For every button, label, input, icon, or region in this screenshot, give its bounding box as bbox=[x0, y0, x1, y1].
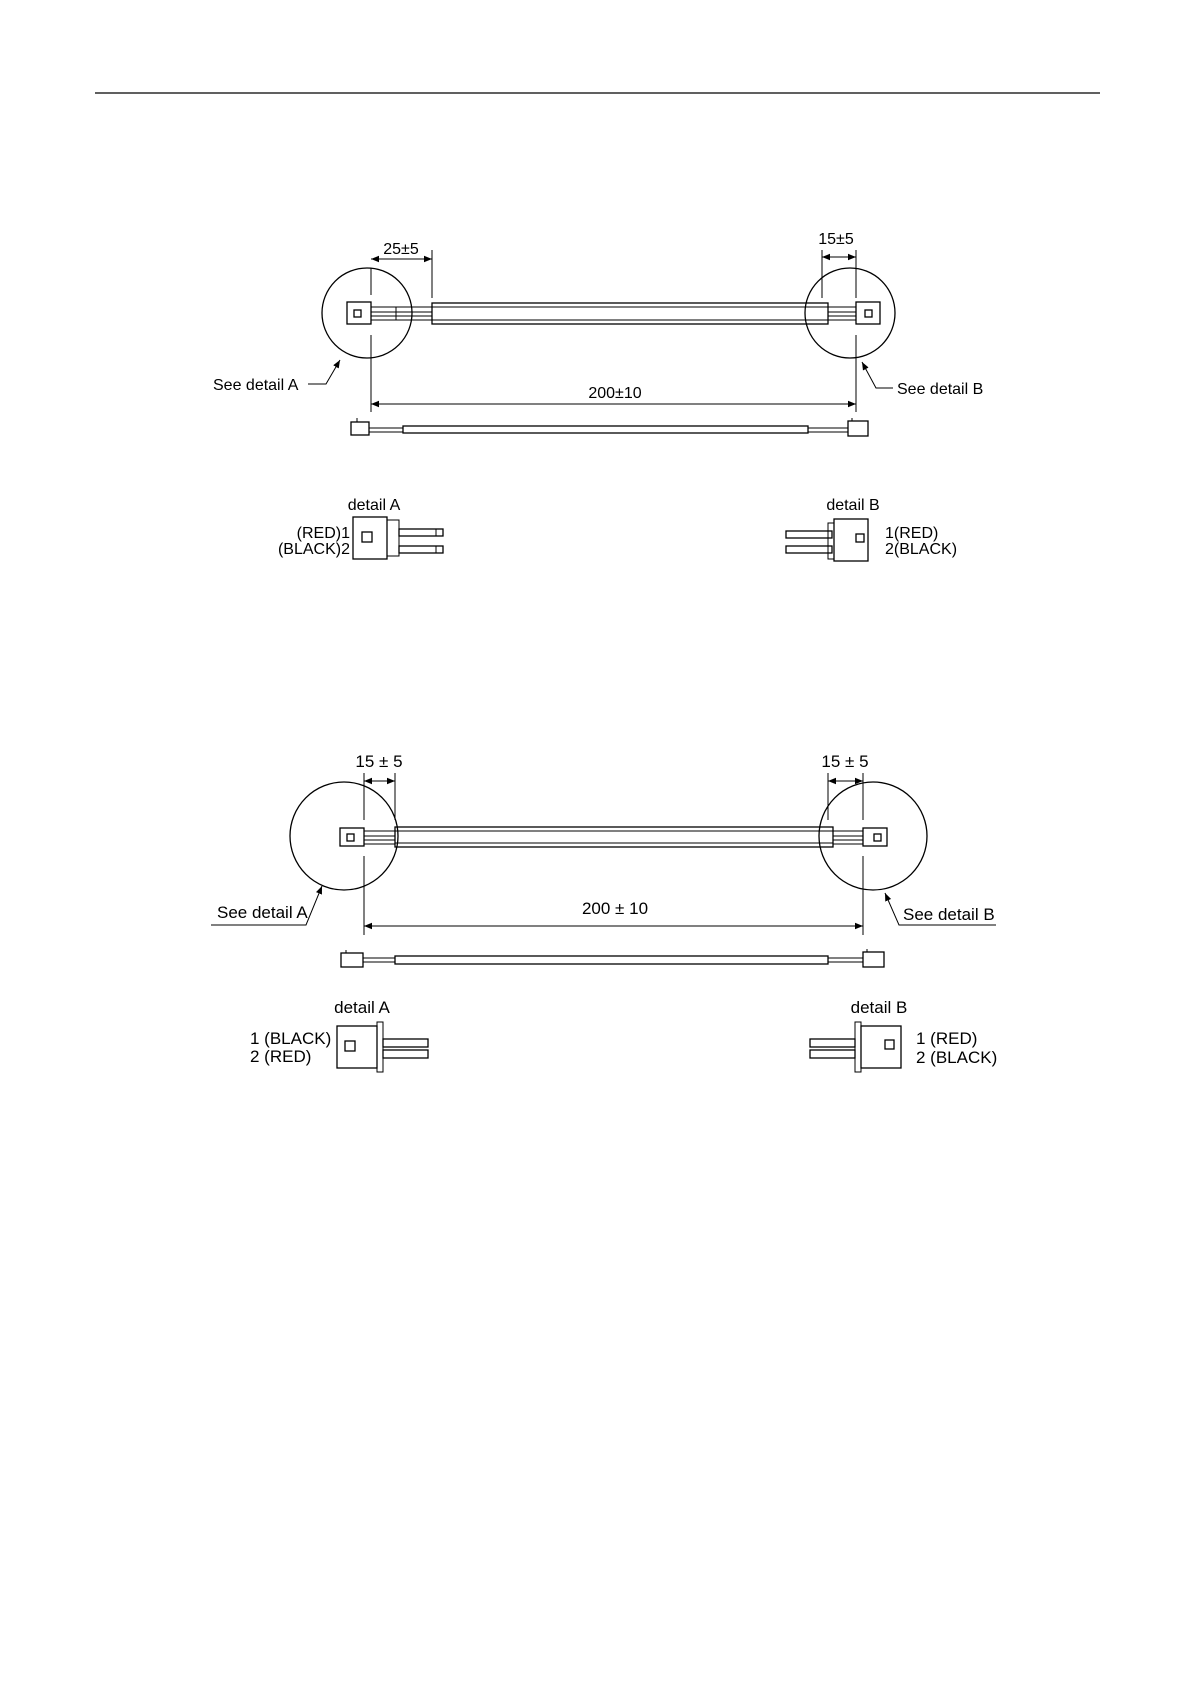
detail-a-pin2: (BLACK)2 bbox=[278, 541, 350, 558]
connector-b-pin bbox=[865, 310, 872, 317]
detail-b-view-1: detail B 1(RED) 2(BLACK) bbox=[786, 497, 957, 561]
dim-right-label: 15±5 bbox=[818, 231, 854, 248]
detail-a-title: detail A bbox=[334, 998, 390, 1017]
detail-b-title: detail B bbox=[826, 497, 879, 514]
detail-a-pin1: 1 (BLACK) bbox=[250, 1029, 331, 1048]
dim-right-label: 15 ± 5 bbox=[821, 752, 868, 771]
callout-detail-a: See detail A bbox=[217, 903, 308, 922]
detail-b-circle bbox=[805, 268, 895, 358]
detail-b-pin1: 1 (RED) bbox=[916, 1029, 977, 1048]
side-view-1 bbox=[351, 418, 868, 436]
cable-drawing-1: 25±5 15±5 200±10 See detail A See detail… bbox=[213, 231, 983, 561]
connector-a-pin bbox=[354, 310, 361, 317]
detail-a-pin2: 2 (RED) bbox=[250, 1047, 311, 1066]
detail-a-view-2: detail A 1 (BLACK) 2 (RED) bbox=[250, 998, 428, 1072]
connector-a-pin bbox=[347, 834, 354, 841]
cable-sheath-2 bbox=[395, 827, 833, 847]
detail-b-view-2: detail B 1 (RED) 2 (BLACK) bbox=[810, 998, 997, 1072]
dim-total-label: 200 ± 10 bbox=[582, 899, 648, 918]
detail-a-view-1: detail A (RED)1 (BLACK)2 bbox=[278, 497, 443, 559]
detail-a-pin1: (RED)1 bbox=[297, 525, 350, 542]
cable-drawing-2: 15 ± 5 15 ± 5 200 ± 10 See detail A See … bbox=[211, 752, 997, 1072]
detail-b-title: detail B bbox=[851, 998, 908, 1017]
side-view-2 bbox=[341, 949, 884, 967]
cable-sheath-1 bbox=[432, 303, 828, 324]
dim-left-label: 15 ± 5 bbox=[355, 752, 402, 771]
detail-b-pin2: 2(BLACK) bbox=[885, 541, 957, 558]
detail-b-pin1: 1(RED) bbox=[885, 525, 938, 542]
callout-detail-b: See detail B bbox=[897, 381, 983, 398]
connector-b-pin bbox=[874, 834, 881, 841]
callout-detail-b: See detail B bbox=[903, 905, 995, 924]
detail-b-pin2: 2 (BLACK) bbox=[916, 1048, 997, 1067]
callout-detail-a: See detail A bbox=[213, 377, 299, 394]
dim-total-label: 200±10 bbox=[588, 385, 641, 402]
dim-left-label: 25±5 bbox=[383, 241, 419, 258]
detail-a-title: detail A bbox=[348, 497, 401, 514]
